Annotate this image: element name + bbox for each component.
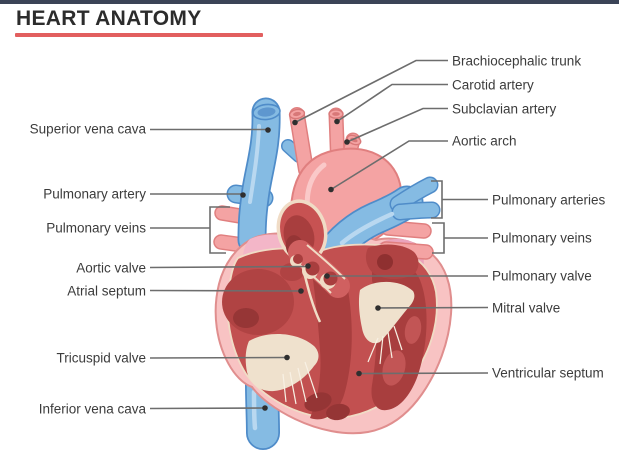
label-tricuspid-valve: Tricuspid valve: [56, 350, 146, 366]
leader-ventricular-septum: [358, 372, 489, 375]
pulmonary-trunk-vessel: [311, 176, 441, 275]
heart-illustration: [213, 97, 453, 450]
label-subclavian-artery: Subclavian artery: [452, 100, 557, 116]
label-aortic-valve: Aortic valve: [76, 259, 146, 275]
label-ventricular-septum: Ventricular septum: [492, 365, 604, 381]
label-carotid-artery: Carotid artery: [452, 76, 534, 92]
leader-lines: [149, 59, 489, 411]
label-pulmonary-valve: Pulmonary valve: [492, 268, 592, 284]
atrial-septum-line: [301, 267, 322, 323]
label-pulmonary-arteries: Pulmonary arteries: [492, 191, 606, 207]
bracket-pulmonary-veins-right: [432, 222, 445, 254]
leader-brachiocephalic-trunk: [294, 59, 448, 124]
bracket-pulmonary-veins-left: [209, 206, 230, 254]
window-top-edge: [0, 0, 619, 4]
outflow-tract-valves: [288, 240, 350, 323]
mitral-valve-fan: [358, 281, 415, 365]
label-pulmonary-veins-right: Pulmonary veins: [492, 230, 592, 246]
page-title: HEART ANATOMY: [16, 7, 202, 30]
leader-carotid-artery: [336, 83, 448, 123]
label-inferior-vena-cava: Inferior vena cava: [38, 400, 146, 416]
label-pulmonary-veins-left: Pulmonary veins: [46, 220, 146, 236]
label-pulmonary-artery: Pulmonary artery: [43, 185, 146, 201]
leader-inferior-vena-cava: [149, 407, 266, 410]
leader-atrial-septum: [149, 289, 302, 292]
label-superior-vena-cava: Superior vena cava: [29, 121, 146, 137]
leader-tricuspid-valve: [149, 356, 288, 359]
label-brachiocephalic-trunk: Brachiocephalic trunk: [452, 52, 582, 68]
superior-vena-cava-vessel: [237, 97, 281, 255]
label-mitral-valve: Mitral valve: [492, 299, 561, 315]
label-aortic-arch: Aortic arch: [452, 133, 517, 149]
tricuspid-valve-fan: [245, 333, 319, 405]
leader-aortic-valve: [149, 265, 309, 269]
label-atrial-septum: Atrial septum: [67, 282, 146, 298]
leader-subclavian-artery: [346, 107, 448, 143]
title-underline: [15, 33, 263, 37]
leader-aortic-arch: [330, 140, 448, 191]
leader-mitral-valve: [377, 306, 489, 309]
